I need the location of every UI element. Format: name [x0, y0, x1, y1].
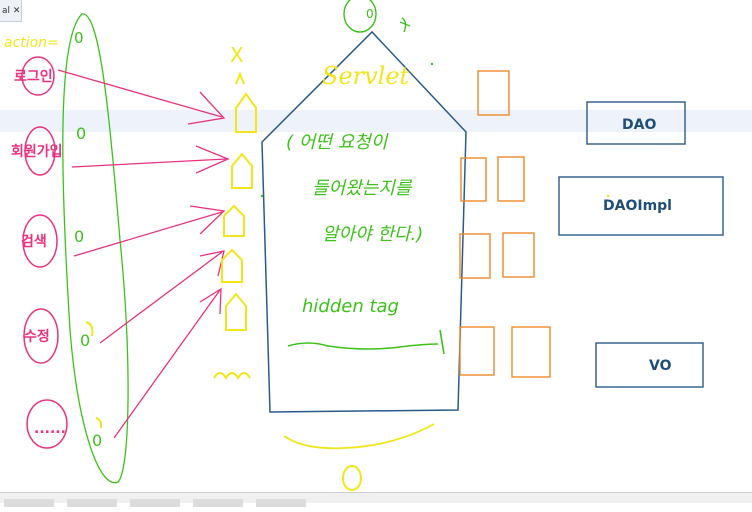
servlet-note-line-2: 들어왔는지를 — [312, 178, 413, 199]
bottom-tab-bar — [0, 492, 752, 507]
vo-box — [595, 342, 704, 388]
action-label-edit: 수정 — [24, 328, 50, 345]
servlet-bottom-circle — [342, 465, 362, 491]
house-icons — [213, 71, 257, 380]
action-zero-1: 0 — [74, 29, 84, 47]
daoimpl-box — [558, 176, 724, 236]
green-enclosing-oval — [62, 13, 129, 484]
servlet-top-squiggle — [399, 17, 411, 33]
yellow-tick-4 — [85, 321, 94, 337]
action-oval-edit — [23, 308, 59, 364]
bottom-tab-1[interactable] — [4, 499, 54, 507]
vo-label: VO — [649, 358, 672, 374]
servlet-note-line-3: 알아야 한다.) — [322, 224, 423, 245]
action-label-signup: 회원가입 — [11, 144, 63, 160]
dot-mark-3 — [260, 194, 264, 198]
action-oval-search — [22, 214, 58, 268]
bottom-tab-3[interactable] — [130, 499, 181, 507]
action-label-login: 로그인 — [14, 68, 53, 85]
action-oval-login — [21, 56, 55, 96]
daoimpl-label: DAOImpl — [603, 198, 672, 214]
action-zero-3: 0 — [74, 227, 84, 246]
hidden-tag-underline — [287, 342, 439, 350]
servlet-top-zero: 0 — [366, 7, 374, 21]
editor-tab[interactable]: al ✕ — [0, 0, 22, 22]
servlet-house-outline — [261, 30, 467, 413]
yellow-tick-5 — [95, 417, 103, 429]
dao-label: DAO — [622, 117, 656, 133]
arrow-search — [73, 205, 226, 257]
bottom-tab-5[interactable] — [256, 499, 307, 507]
dot-mark-1 — [430, 62, 434, 66]
action-oval-more — [26, 399, 68, 449]
x-mark: X — [230, 43, 244, 67]
hidden-tag-mark — [439, 329, 445, 355]
arrow-login — [57, 69, 226, 125]
servlet-hidden-tag: hidden tag — [302, 296, 399, 317]
action-oval-signup — [24, 126, 56, 176]
servlet-title: Servlet — [322, 62, 410, 90]
selected-line-highlight — [0, 110, 752, 132]
action-label-more: ...... — [34, 421, 66, 437]
servlet-top-circle — [343, 0, 377, 33]
arrow-edit — [99, 250, 225, 344]
servlet-bottom-brace — [283, 423, 435, 450]
action-zero-4: 0 — [80, 331, 90, 350]
dot-mark-2 — [606, 194, 610, 198]
action-zero-5: 0 — [92, 431, 102, 450]
servlet-note-line-1: ( 어떤 요청이 — [286, 132, 389, 153]
arrow-more — [113, 287, 222, 439]
dao-box — [586, 101, 686, 145]
arrow-signup — [71, 145, 230, 174]
bottom-tab-2[interactable] — [67, 499, 118, 507]
action-zero-2: 0 — [76, 124, 86, 143]
action-label: action= — [4, 35, 59, 51]
action-label-search: 검색 — [21, 233, 47, 250]
bottom-tab-4[interactable] — [193, 499, 244, 507]
orange-boxes — [459, 70, 551, 378]
